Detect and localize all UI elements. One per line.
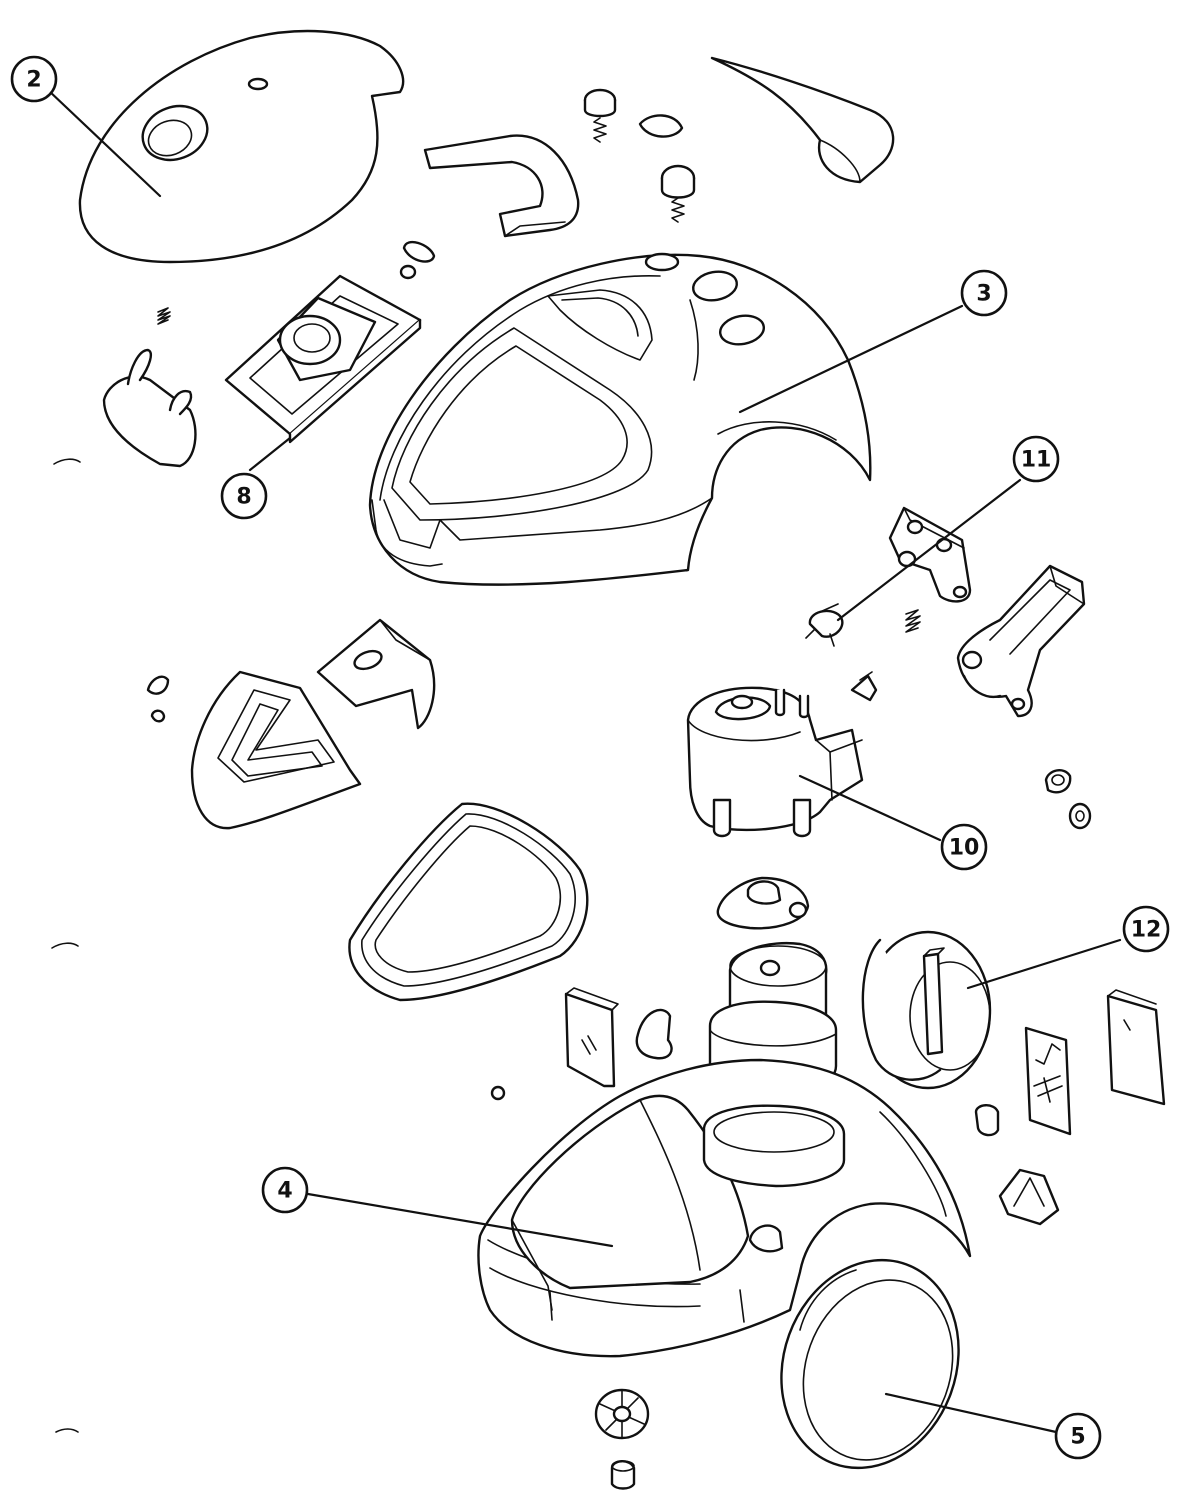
part-top-cover xyxy=(78,29,405,264)
callout-2-label: 2 xyxy=(26,68,41,93)
part-upper-housing xyxy=(368,252,872,586)
part-latch-spring xyxy=(102,307,197,468)
part-handle-grip xyxy=(423,134,580,238)
callout-11-label: 11 xyxy=(1021,448,1052,473)
part-wheel xyxy=(780,1258,960,1470)
callout-5: 5 xyxy=(1054,1412,1102,1460)
callout-10: 10 xyxy=(940,823,988,871)
part-right-clips xyxy=(974,989,1166,1226)
callout-10-label: 10 xyxy=(949,836,980,861)
part-small-clips xyxy=(51,458,170,1433)
part-small-fittings xyxy=(490,987,673,1101)
callout-5-label: 5 xyxy=(1070,1425,1085,1450)
part-impeller xyxy=(594,1388,650,1490)
part-valve-plate xyxy=(224,274,422,444)
part-curved-cap xyxy=(710,56,895,184)
part-button-springs xyxy=(583,88,696,223)
part-water-tank xyxy=(686,686,864,838)
callout-12-label: 12 xyxy=(1131,918,1162,943)
leader-lines xyxy=(46,88,1122,1434)
part-small-pin xyxy=(399,240,436,280)
callout-8: 8 xyxy=(220,472,268,520)
part-cylinder-cap xyxy=(861,930,992,1090)
part-gasket xyxy=(348,802,589,1002)
part-wing-nut xyxy=(850,671,878,702)
part-long-lever xyxy=(905,564,1086,718)
callout-12: 12 xyxy=(1122,905,1170,953)
callout-3: 3 xyxy=(960,269,1008,317)
part-filter-frame xyxy=(190,670,362,830)
part-pump-cap xyxy=(716,876,810,930)
callout-4: 4 xyxy=(261,1166,309,1214)
callout-4-label: 4 xyxy=(277,1179,292,1204)
part-washers xyxy=(1044,769,1092,830)
part-hinged-plate xyxy=(316,618,436,730)
callout-3-label: 3 xyxy=(976,282,991,307)
part-bracket xyxy=(888,506,972,603)
part-screw xyxy=(805,603,844,647)
callout-2: 2 xyxy=(10,55,58,103)
callout-8-label: 8 xyxy=(236,485,251,510)
callout-11: 11 xyxy=(1012,435,1060,483)
